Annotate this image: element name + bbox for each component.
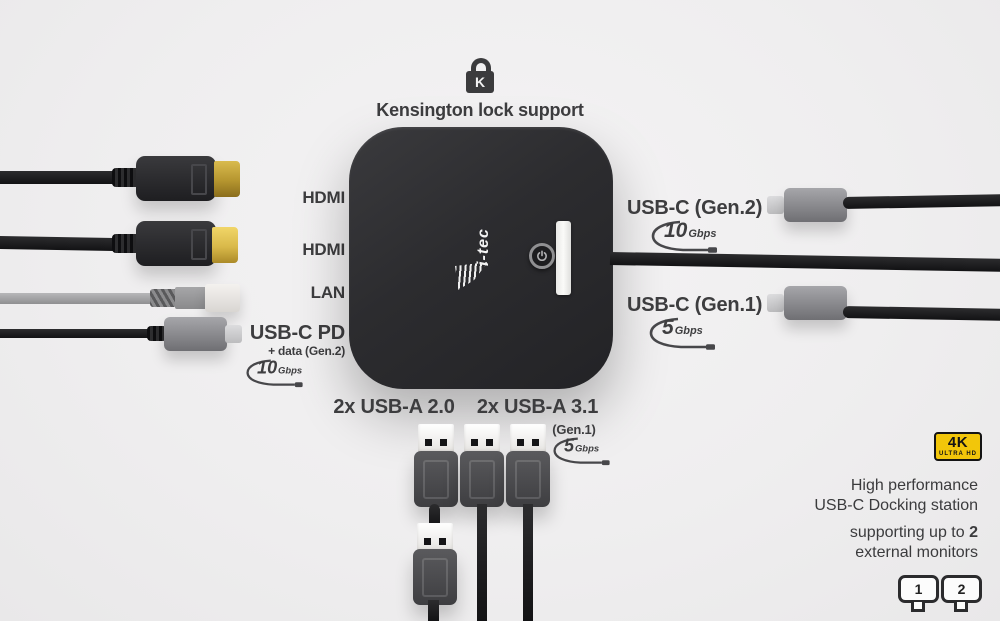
port-label-lan: LAN bbox=[310, 283, 346, 302]
port-label-usbc-gen1: USB-C (Gen.1) bbox=[627, 294, 763, 316]
kensington-letter: K bbox=[474, 74, 486, 90]
speed-value: 10 bbox=[257, 358, 278, 378]
usbc-gen1-cable bbox=[842, 306, 1000, 321]
port-label-hdmi-1: HDMI bbox=[302, 188, 345, 207]
usba-plug-4 bbox=[417, 523, 453, 552]
usba-cable-1 bbox=[429, 504, 440, 528]
hdmi-connector-2 bbox=[136, 221, 216, 266]
usba-cable-3 bbox=[523, 504, 533, 621]
usbc-gen2-plug-tip bbox=[767, 196, 784, 214]
speed-unit: Gbps bbox=[688, 228, 717, 240]
port-label-usba-20: 2x USB-A 2.0 bbox=[333, 396, 455, 418]
usba-plug-2 bbox=[464, 424, 500, 453]
speed-badge-usba-5gbps: 5Gbps bbox=[552, 436, 614, 467]
speed-unit: Gbps bbox=[277, 365, 303, 377]
power-button bbox=[529, 243, 555, 269]
usbc-gen1-connector bbox=[784, 286, 847, 320]
marketing-line-2: USB-C Docking station bbox=[814, 497, 978, 514]
marketing-line-1: High performance bbox=[850, 477, 978, 494]
hdmi-plug-gold-2 bbox=[212, 227, 238, 263]
hdmi-connector-1 bbox=[136, 156, 216, 201]
port-label-hdmi-2: HDMI bbox=[302, 240, 345, 259]
speed-swoosh-icon bbox=[651, 220, 717, 253]
speed-badge-gen2-10gbps: 10Gbps bbox=[650, 219, 722, 255]
usba-connector-2 bbox=[460, 451, 504, 507]
port-sublabel-usba-31: (Gen.1) bbox=[552, 422, 596, 437]
usba-connector-1 bbox=[414, 451, 458, 507]
power-icon bbox=[537, 250, 547, 261]
usba-pin bbox=[532, 439, 539, 446]
lan-strain-relief bbox=[150, 289, 177, 307]
kensington-label: Kensington lock support bbox=[376, 100, 584, 120]
port-sublabel-usbc-pd: + data (Gen.2) bbox=[268, 344, 345, 358]
docking-station-device: i-tec bbox=[349, 127, 613, 389]
usba-pin bbox=[425, 439, 432, 446]
usba-cable-2 bbox=[477, 504, 487, 621]
port-label-usbc-gen2: USB-C (Gen.2) bbox=[627, 197, 763, 219]
kensington-lock-icon bbox=[471, 58, 491, 76]
usba-connector-3 bbox=[506, 451, 550, 507]
usba-connector-4 bbox=[413, 549, 457, 605]
usba-pin bbox=[424, 538, 431, 545]
monitor-1-icon: 1 bbox=[898, 575, 939, 603]
badge-4k: 4K ULTRA HD bbox=[934, 432, 982, 461]
speed-unit: Gbps bbox=[674, 325, 703, 337]
marketing-line-3-bold: 2 bbox=[969, 524, 978, 541]
port-label-usba-31: 2x USB-A 3.1 bbox=[476, 396, 599, 418]
usbc-gen2-cable bbox=[842, 194, 1000, 209]
usba-plug-1 bbox=[418, 424, 454, 453]
rj45-connector bbox=[205, 284, 240, 312]
speed-badge-pd-10gbps: 10Gbps bbox=[245, 358, 307, 389]
usbc-gen2-connector bbox=[784, 188, 847, 222]
badge-4k-title: 4K bbox=[947, 434, 969, 451]
kensington-lock-icon-body: K bbox=[466, 71, 494, 93]
monitor-2-number: 2 bbox=[957, 581, 966, 597]
lan-cable bbox=[0, 293, 155, 304]
hdmi-strain-relief-1 bbox=[112, 168, 140, 187]
badge-4k-subtitle: ULTRA HD bbox=[939, 451, 977, 457]
port-label-usbc-pd: USB-C PD bbox=[249, 322, 345, 344]
speed-swoosh-icon bbox=[246, 359, 303, 388]
monitor-2-icon: 2 bbox=[941, 575, 982, 603]
usba-plug-3 bbox=[510, 424, 546, 453]
monitor-2-stand bbox=[954, 602, 968, 612]
speed-badge-gen1-5gbps: 5Gbps bbox=[648, 316, 720, 352]
usba-pin bbox=[471, 439, 478, 446]
usbc-pd-plug-tip bbox=[225, 325, 242, 343]
speed-swoosh-icon bbox=[649, 317, 715, 350]
monitor-1-number: 1 bbox=[914, 581, 923, 597]
usba-pin bbox=[517, 439, 524, 446]
hdmi-plug-gold-1 bbox=[214, 161, 240, 197]
speed-swoosh-icon bbox=[553, 437, 610, 466]
marketing-line-3-prefix: supporting up to bbox=[849, 524, 970, 541]
usba-cable-4 bbox=[428, 600, 439, 621]
usbc-pd-cable bbox=[0, 329, 152, 338]
speed-value: 10 bbox=[664, 219, 688, 242]
hdmi-cable-2 bbox=[0, 235, 121, 252]
usba-pin bbox=[439, 538, 446, 545]
speed-unit: Gbps bbox=[574, 443, 600, 455]
marketing-line-3: supporting up to 2 bbox=[740, 523, 978, 543]
usba-pin bbox=[486, 439, 493, 446]
usba-pin bbox=[440, 439, 447, 446]
speed-value: 5 bbox=[662, 316, 674, 339]
led-indicator-strip bbox=[556, 221, 571, 295]
marketing-line-4: external monitors bbox=[855, 544, 978, 561]
hdmi-cable-1 bbox=[0, 171, 120, 184]
usbc-pd-connector bbox=[164, 317, 227, 351]
rj45-connector-back bbox=[175, 287, 207, 309]
hdmi-strain-relief-2 bbox=[112, 234, 140, 253]
usbc-gen1-plug-tip bbox=[767, 294, 784, 312]
speed-value: 5 bbox=[564, 436, 575, 456]
monitor-1-stand bbox=[911, 602, 925, 612]
usbc-pd-strain-relief bbox=[147, 326, 167, 341]
